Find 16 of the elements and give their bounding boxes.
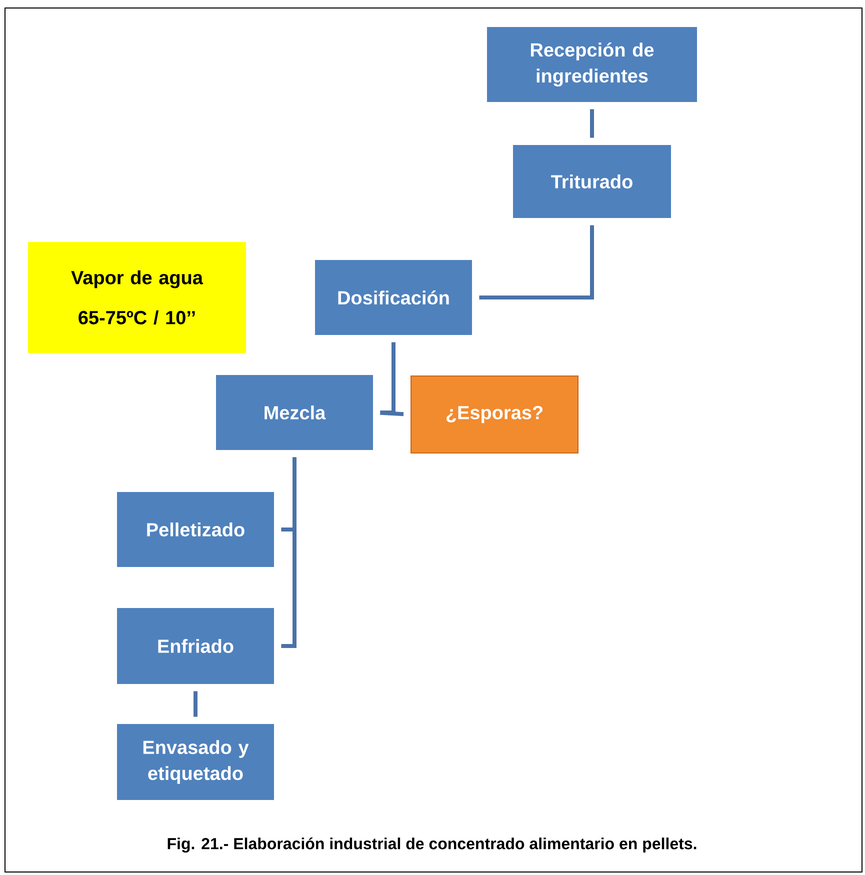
connector-line: [590, 109, 594, 138]
connector-line: [380, 342, 396, 414]
process-box: Recepción de ingredientes: [487, 27, 697, 102]
process-box: Envasado y etiquetado: [117, 724, 274, 800]
connector-line: [281, 457, 296, 648]
process-box: Mezcla: [216, 375, 373, 450]
connector-line: [380, 410, 404, 416]
connector-line: [479, 225, 594, 300]
highlight-box: ¿Esporas?: [410, 376, 578, 454]
process-box: Dosificación: [315, 260, 472, 335]
process-box: Enfriado: [117, 608, 274, 684]
caption: Fig. 21.- Elaboración industrial de concentrado alimentario en pellets.: [168, 837, 696, 853]
connector-line: [194, 691, 198, 717]
process-box: Pelletizado: [117, 492, 274, 567]
note-box: Vapor de agua 65-75ºC / 10’’: [28, 242, 246, 353]
process-box: Triturado: [513, 145, 671, 218]
